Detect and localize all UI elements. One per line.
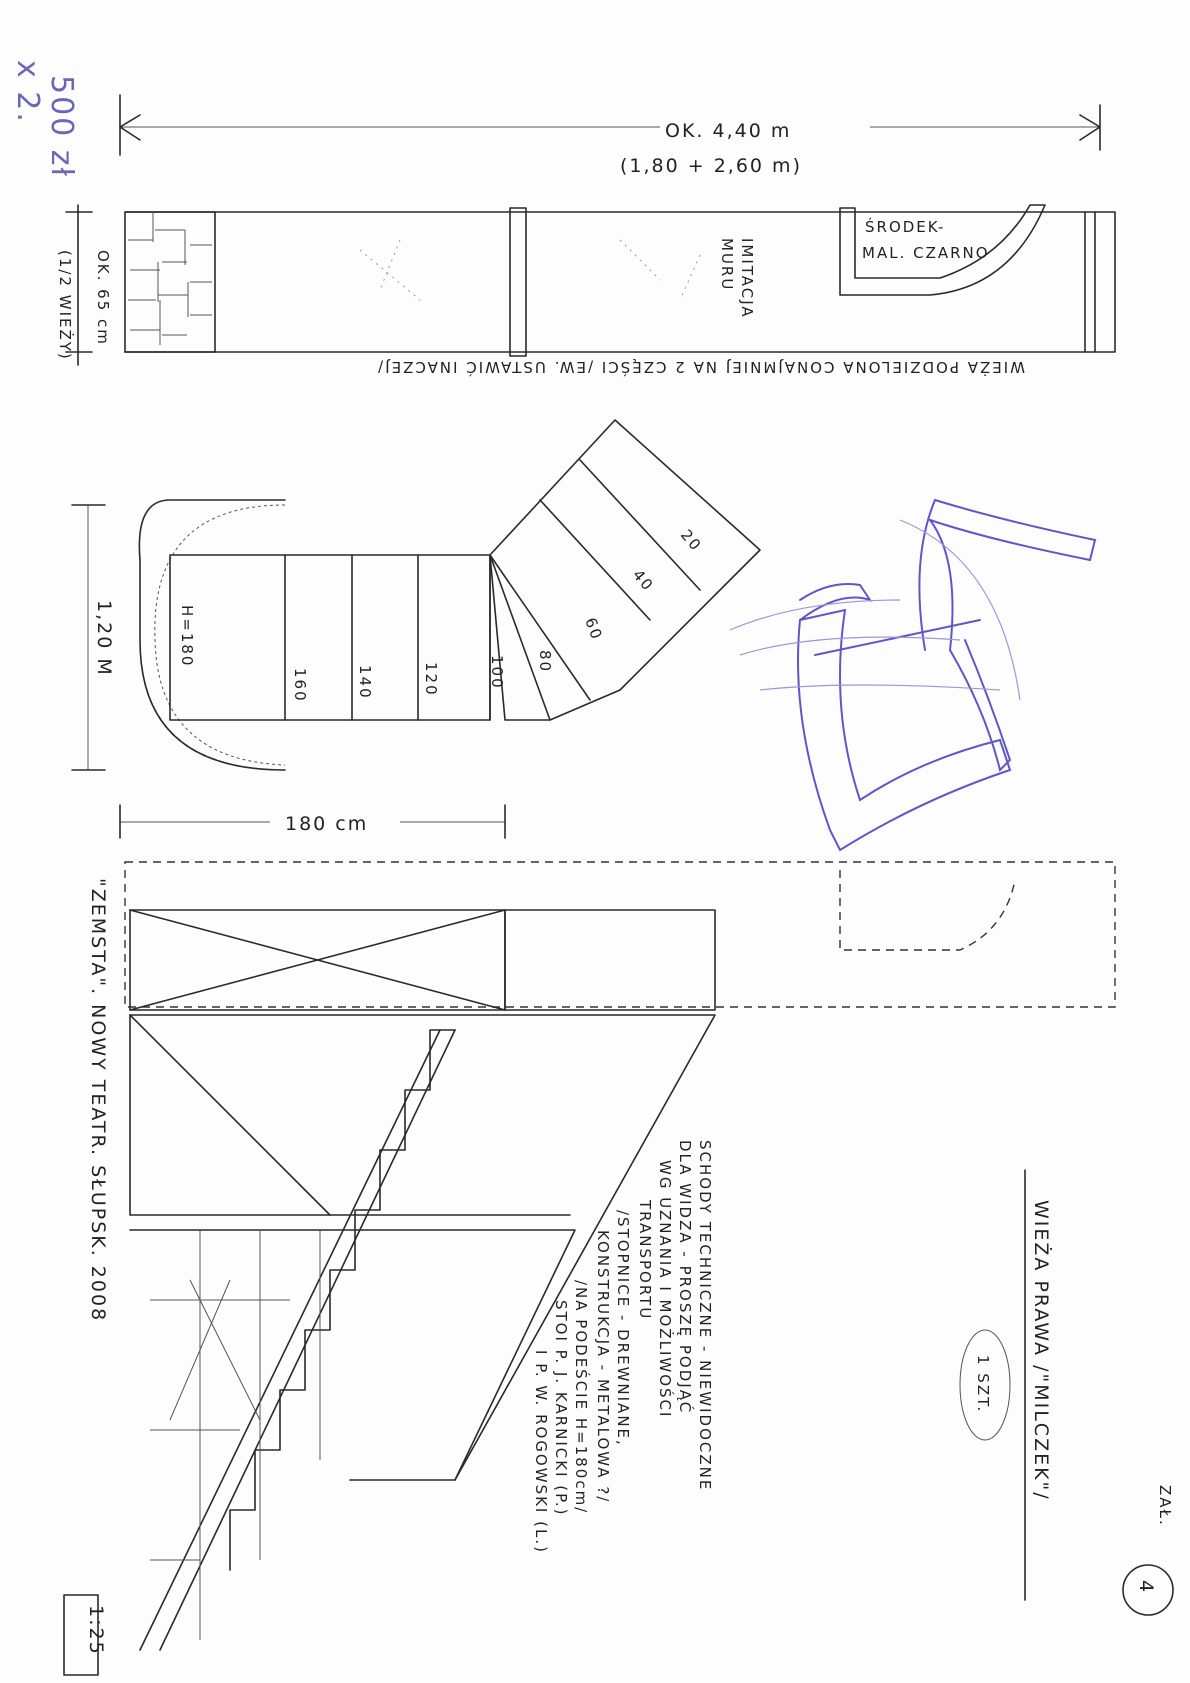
wall-label-1: IMITACJA <box>738 238 756 319</box>
step-height: 20 <box>677 526 706 555</box>
length-breakdown-label: (1,80 + 2,60 m) <box>620 155 802 177</box>
production-label: "ZEMSTA". NOWY TEATR. SŁUPSK. 2008 <box>87 878 109 1322</box>
note-line: KONSTRUKCJA - METALOWA ?/ <box>594 1230 612 1503</box>
quantity-circle <box>959 1329 1011 1441</box>
note-line: DLA WIDZA - PROSZĘ PODJĄĆ <box>676 1140 695 1414</box>
stairs-elevation <box>124 861 1116 1651</box>
stairs-plan <box>138 419 761 771</box>
tower-perspective-sketch <box>729 498 1097 852</box>
depth-dim-label: OK. 65 cm <box>94 250 112 346</box>
wall-label-2: MURU <box>718 238 736 291</box>
stone-wall-pattern <box>124 211 216 353</box>
step-height: 60 <box>581 615 606 643</box>
stairs-width-dimension <box>71 504 106 771</box>
depth-dimension <box>65 204 93 366</box>
scale-label: 1:25 <box>85 1605 107 1656</box>
annex-label: ZAŁ. <box>1156 1485 1174 1527</box>
note-line: I P. W. ROGOWSKI (L.) <box>532 1350 550 1554</box>
step-height: 100 <box>488 655 506 690</box>
step-height: 40 <box>629 566 658 595</box>
annex-number-circle <box>1122 1564 1174 1616</box>
length-dimension <box>119 94 1101 156</box>
center-label-2: MAL. CZARNO <box>862 244 990 262</box>
quantity-label: 1 SZT. <box>974 1355 992 1413</box>
tower-plan <box>124 204 1116 357</box>
note-line: STOI P. J. KARNICKI (P.) <box>552 1300 570 1516</box>
scale-box <box>63 1594 99 1676</box>
step-height: 160 <box>291 668 309 703</box>
stairs-length-dimension <box>119 804 506 839</box>
note-line: WG UZNANIA I MOŻLIWOŚCI <box>656 1160 675 1418</box>
price-note: 500 zł <box>44 75 79 178</box>
step-height: 120 <box>422 662 440 697</box>
note-line: /STOPNICE - DREWNIANE, <box>614 1210 632 1447</box>
step-height: 140 <box>356 665 374 700</box>
notes-block: SCHODY TECHNICZNE - NIEWIDOCZNE DLA WIDZ… <box>532 1140 714 1554</box>
stairs-width-label: 1,20 M <box>93 600 115 677</box>
landing-height: H=180 <box>178 605 196 667</box>
note-line: /NA PODEŚCIE H=180cm/ <box>572 1280 591 1514</box>
split-note: WIEŻA PODZIELONA CONAJMNIEJ NA 2 CZĘŚCI … <box>376 358 1025 377</box>
depth-note: (1/2 WIEŻY) <box>56 250 75 361</box>
step-height: 80 <box>536 650 554 673</box>
center-label-1: ŚRODEK- <box>865 217 945 236</box>
stairs-length-label: 180 cm <box>285 813 368 835</box>
annex-number: 4 <box>1135 1580 1157 1594</box>
length-dim-label: OK. 4,40 m <box>665 120 791 142</box>
note-line: SCHODY TECHNICZNE - NIEWIDOCZNE <box>696 1140 714 1491</box>
price-multiplier: x 2. <box>10 60 45 124</box>
sheet-title: WIEŻA PRAWA /"MILCZEK"/ <box>1030 1200 1053 1501</box>
note-line: TRANSPORTU <box>636 1199 654 1320</box>
